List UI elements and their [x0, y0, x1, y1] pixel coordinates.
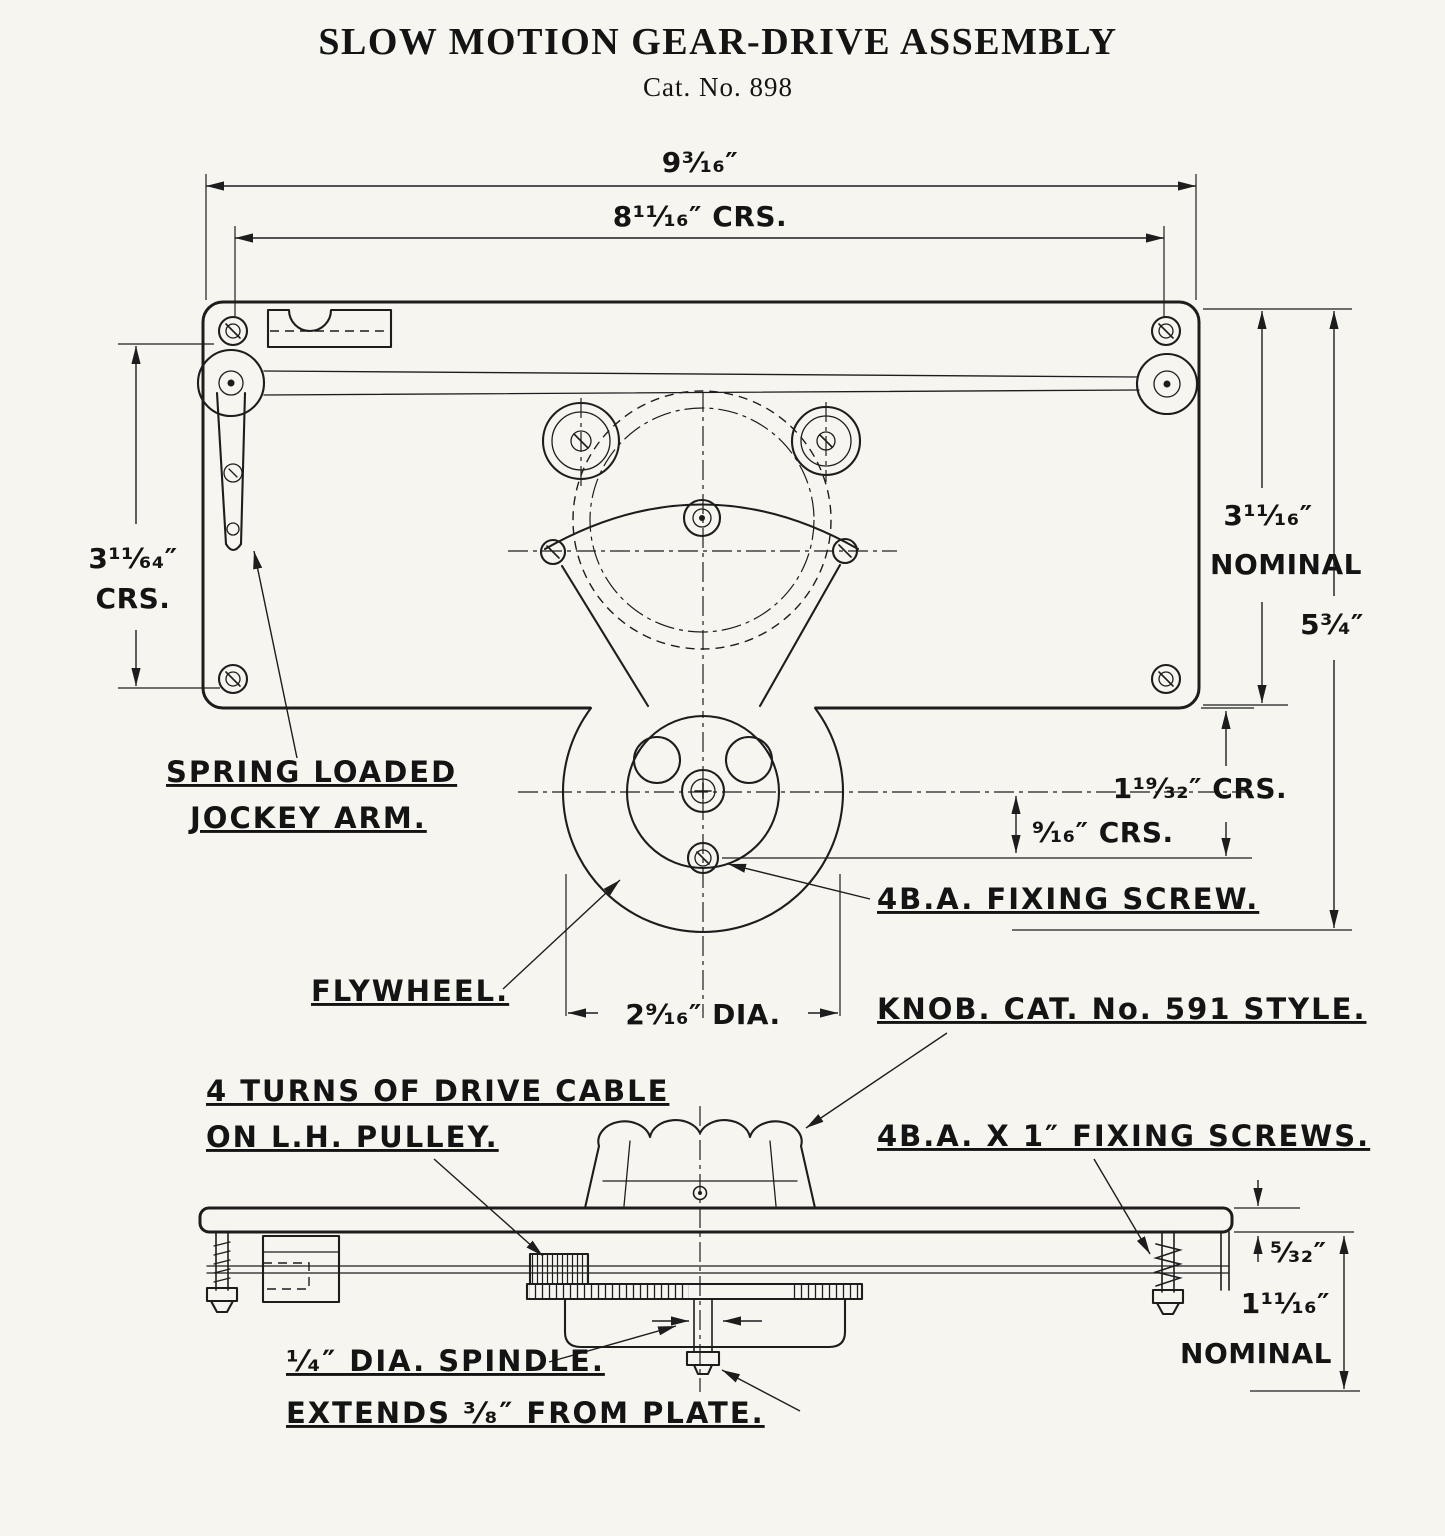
label-spindle-dia: ¹⁄₄″ DIA. SPINDLE. — [286, 1344, 605, 1378]
dim-overall-height: 5³⁄₄″ — [1300, 608, 1364, 641]
flywheel-fixing-screw — [686, 841, 720, 875]
dim-side-height: 1¹¹⁄₁₆″ — [1241, 1287, 1330, 1320]
corner-screw — [1150, 663, 1182, 695]
corner-pulley — [1135, 352, 1199, 416]
dimension-centres-width: 8¹¹⁄₁₆″ CRS. — [234, 200, 1165, 318]
callout-knob: KNOB. CAT. No. 591 STYLE. — [805, 992, 1367, 1129]
label-drive-cable: 4 TURNS OF DRIVE CABLE — [206, 1074, 669, 1108]
dim-side-height-suffix: NOMINAL — [1180, 1337, 1332, 1370]
label-spring-loaded: SPRING LOADED — [166, 755, 457, 789]
dim-left-height: 3¹¹⁄₆₄″ — [88, 542, 177, 575]
base-plate-edge — [198, 1206, 1234, 1234]
dim-flywheel-centres: 1¹⁹⁄₃₂″ CRS. — [1113, 772, 1287, 805]
dim-centres-width: 8¹¹⁄₁₆″ CRS. — [613, 200, 787, 233]
dimension-overall-height: 5³⁄₄″ — [1012, 311, 1364, 931]
label-jockey-arm: JOCKEY ARM. — [188, 801, 427, 835]
label-fixing-screws: 4B.A. X 1″ FIXING SCREWS. — [877, 1119, 1370, 1153]
idler-pulley-right — [790, 405, 862, 477]
flywheel — [561, 706, 845, 933]
dim-right-height: 3¹¹⁄₁₆″ — [1223, 499, 1312, 532]
callout-spindle: ¹⁄₄″ DIA. SPINDLE. EXTENDS ³⁄₈″ FROM PLA… — [286, 1325, 801, 1430]
flywheel-edge — [563, 1297, 847, 1349]
centre-hub — [539, 498, 860, 708]
dim-overall-width: 9³⁄₁₆″ — [662, 146, 738, 179]
dim-right-height-suffix: NOMINAL — [1210, 548, 1362, 581]
dimension-left-height: 3¹¹⁄₆₄″ CRS. — [88, 343, 220, 689]
idler-pulley-left — [541, 401, 621, 481]
dimension-overall-width: 9³⁄₁₆″ — [205, 146, 1197, 300]
label-spindle-extends: EXTENDS ³⁄₈″ FROM PLATE. — [286, 1396, 765, 1430]
dim-plate-thickness: ⁵⁄₃₂″ — [1270, 1236, 1326, 1269]
side-view: ⁵⁄₃₂″ 1¹¹⁄₁₆″ NOMINAL KNOB. CAT. No. 591… — [198, 992, 1370, 1430]
dimension-flywheel-centres: 1¹⁹⁄₃₂″ CRS. — [722, 707, 1287, 859]
dimension-screw-centres: ⁹⁄₁₆″ CRS. — [1011, 796, 1174, 853]
corner-screw — [217, 315, 249, 347]
dimension-side-height: 1¹¹⁄₁₆″ NOMINAL — [1180, 1236, 1360, 1392]
jockey-pulley — [196, 348, 266, 418]
gear-hidden-outline — [572, 390, 832, 650]
catalog-number: Cat. No. 898 — [643, 72, 793, 102]
drive-cable — [263, 370, 1140, 396]
fixing-screw-left — [205, 1231, 239, 1314]
callout-jockey-arm: SPRING LOADED JOCKEY ARM. — [166, 550, 457, 835]
callout-fixing-screws: 4B.A. X 1″ FIXING SCREWS. — [877, 1119, 1370, 1255]
label-knob: KNOB. CAT. No. 591 STYLE. — [877, 992, 1367, 1026]
label-lh-pulley: ON L.H. PULLEY. — [206, 1120, 499, 1154]
fixing-screw-right — [1151, 1231, 1185, 1316]
plate-end-right — [1220, 1231, 1230, 1291]
dimension-plate-thickness: ⁵⁄₃₂″ — [1234, 1180, 1354, 1269]
label-fixing-screw: 4B.A. FIXING SCREW. — [877, 882, 1259, 916]
top-view: 9³⁄₁₆″ 8¹¹⁄₁₆″ CRS. 3¹¹⁄₆₄″ CRS. 3¹¹⁄₁₆″… — [88, 146, 1363, 1031]
label-flywheel: FLYWHEEL. — [311, 974, 509, 1008]
dimension-flywheel-dia: 2⁹⁄₁₆″ DIA. — [565, 874, 841, 1031]
corner-screw — [1150, 315, 1182, 347]
dim-screw-centres: ⁹⁄₁₆″ CRS. — [1032, 816, 1174, 849]
dimension-right-height: 3¹¹⁄₁₆″ NOMINAL — [1203, 308, 1362, 706]
knob — [583, 1119, 817, 1210]
jockey-arm — [215, 391, 247, 552]
drive-cable-side — [206, 1265, 1229, 1274]
callout-fixing-screw: 4B.A. FIXING SCREW. — [727, 863, 1259, 916]
callout-flywheel: FLYWHEEL. — [311, 879, 621, 1008]
cable-anchor-bracket — [266, 308, 393, 349]
corner-screw — [217, 663, 249, 695]
spindle — [652, 1298, 762, 1376]
dim-flywheel-dia: 2⁹⁄₁₆″ DIA. — [625, 998, 780, 1031]
dim-left-height-suffix: CRS. — [96, 582, 171, 615]
drawing-title: SLOW MOTION GEAR-DRIVE ASSEMBLY — [318, 21, 1117, 63]
anchor-bracket-side — [261, 1234, 341, 1304]
callout-drive-cable: 4 TURNS OF DRIVE CABLE ON L.H. PULLEY. — [206, 1074, 669, 1257]
gear-stack — [525, 1252, 864, 1349]
